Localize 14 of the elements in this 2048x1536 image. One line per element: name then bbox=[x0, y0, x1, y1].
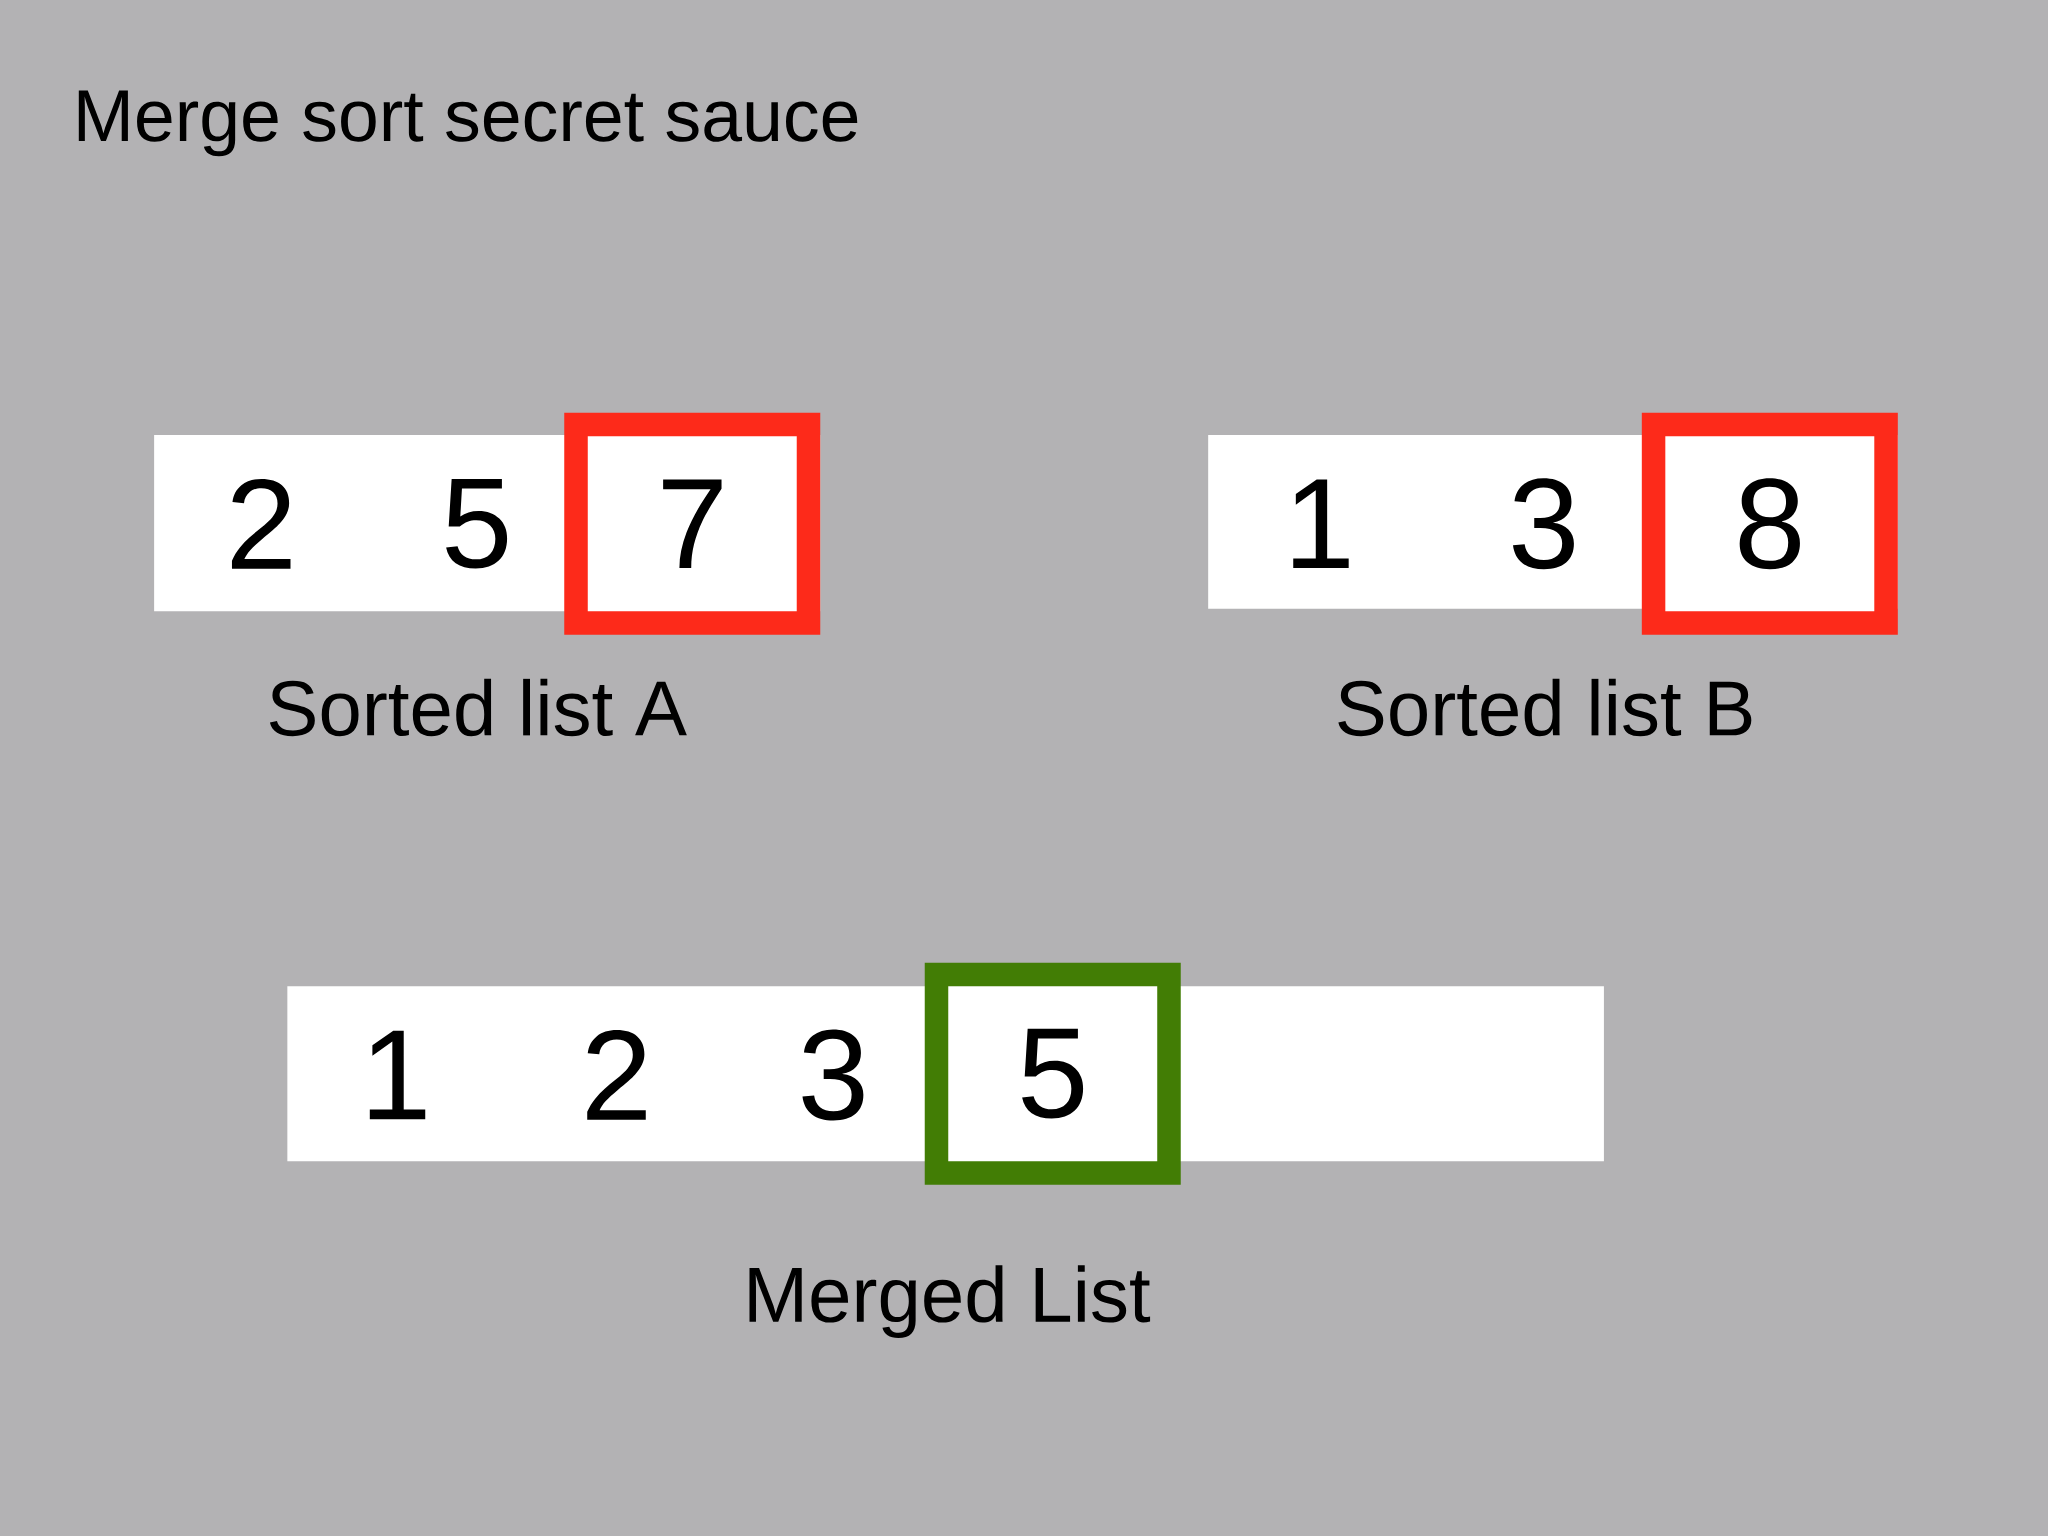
list-value: 5 bbox=[446, 478, 508, 569]
list-label: Sorted list B bbox=[1338, 678, 1752, 737]
list-value: 1 bbox=[369, 1030, 426, 1120]
highlighted-cell: 5 bbox=[924, 962, 1181, 1185]
list-label: Merged List bbox=[749, 1265, 1151, 1338]
title: Merge sort secret sauce bbox=[78, 90, 858, 157]
highlighted-cell: 8 bbox=[1641, 412, 1898, 635]
highlighted-cell: 7 bbox=[564, 412, 821, 635]
list-value: 3 bbox=[1513, 478, 1574, 570]
list-value: 1 bbox=[1293, 479, 1349, 568]
list-value: 2 bbox=[231, 478, 291, 569]
list-value: 3 bbox=[802, 1029, 864, 1121]
list-value: 2 bbox=[587, 1030, 646, 1120]
list-label: Sorted list A bbox=[269, 678, 687, 737]
